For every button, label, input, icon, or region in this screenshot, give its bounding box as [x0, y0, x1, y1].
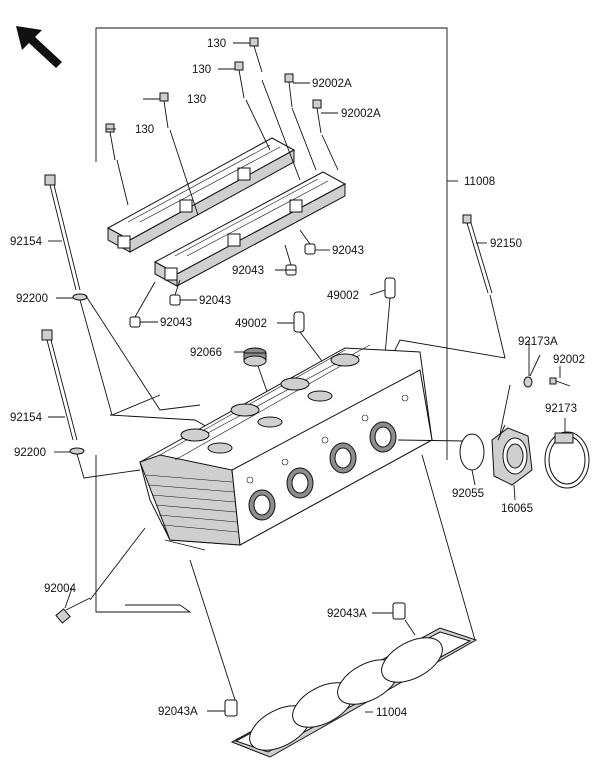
dowel-pin-92043 — [129, 229, 330, 328]
label-92200-b: 92200 — [14, 447, 46, 459]
washer-92173a — [523, 354, 541, 388]
camshaft-cap-upper — [106, 137, 296, 253]
label-130-d: 130 — [135, 124, 154, 136]
bolt-92002 — [528, 340, 571, 387]
label-11008: 11008 — [464, 176, 495, 188]
label-11004: 11004 — [376, 707, 408, 719]
label-92043-a: 92043 — [332, 245, 364, 257]
label-130-a: 130 — [207, 38, 226, 50]
camshaft-cap-lower — [153, 171, 347, 287]
stud-bolt-92150 — [384, 214, 506, 371]
label-92043-d: 92043 — [160, 317, 192, 329]
stud-92004 — [55, 587, 91, 624]
label-92173a: 92173A — [518, 336, 558, 348]
clamp-92173 — [544, 418, 590, 489]
label-92043a-a: 92043A — [327, 608, 367, 620]
label-92043-c: 92043 — [199, 295, 231, 307]
label-130-b: 130 — [192, 64, 211, 76]
label-49002-b: 49002 — [235, 318, 267, 330]
label-92150: 92150 — [490, 238, 522, 250]
label-16065: 16065 — [501, 503, 533, 515]
bolt-92002a — [284, 73, 322, 134]
label-92173: 92173 — [545, 403, 577, 415]
washer-92200 — [54, 293, 88, 455]
label-92066: 92066 — [190, 347, 222, 359]
stud-bolt-92154 — [41, 174, 81, 441]
valve-guide-49002 — [277, 277, 396, 366]
label-49002-a: 49002 — [327, 290, 359, 302]
arrow-icon — [16, 26, 62, 68]
label-92200-a: 92200 — [16, 293, 48, 305]
o-ring-92055 — [459, 433, 485, 486]
dowel-pin-92043a — [207, 602, 416, 717]
label-92043-b: 92043 — [232, 265, 264, 277]
label-92154-a: 92154 — [10, 236, 43, 248]
plug-92066 — [234, 347, 271, 401]
head-leaders — [89, 439, 476, 701]
label-92154-b: 92154 — [10, 412, 43, 424]
carburetor-holder-16065 — [491, 384, 533, 501]
label-92002a-b: 92002A — [341, 108, 381, 120]
label-92002a-a: 92002A — [312, 78, 352, 90]
part-labels: 130 130 130 130 92002A 92002A 11008 9215… — [10, 38, 585, 719]
head-gasket-11004 — [230, 627, 478, 758]
leader-lines — [106, 42, 339, 216]
label-130-c: 130 — [187, 94, 206, 106]
assembly-bracket — [95, 27, 458, 613]
bolt-130 — [105, 37, 263, 161]
cylinder-head — [139, 344, 433, 546]
label-92055: 92055 — [452, 488, 484, 500]
label-92004: 92004 — [44, 583, 77, 595]
label-92002: 92002 — [553, 354, 585, 366]
label-92043a-b: 92043A — [158, 706, 198, 718]
